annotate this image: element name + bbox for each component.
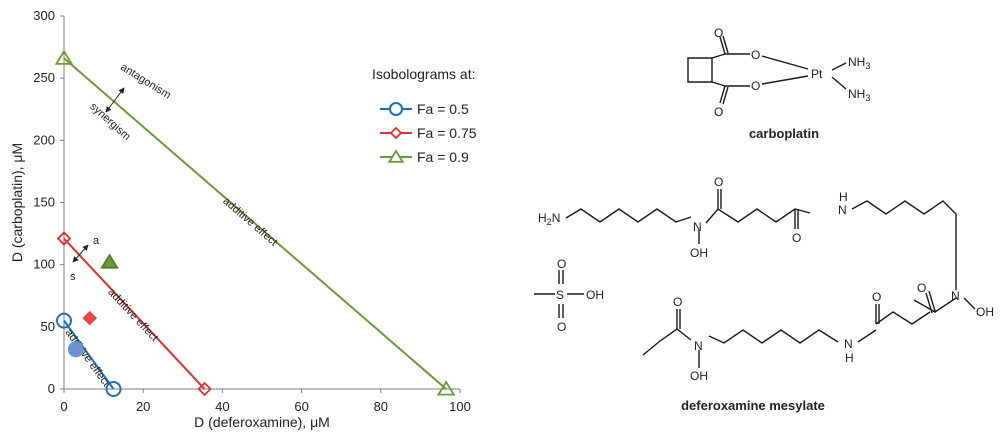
legend-marker-1 xyxy=(389,102,403,116)
isobole-line-2 xyxy=(63,237,206,390)
carboplatin-platinum: Pt xyxy=(811,67,823,81)
ammonia-bottom-nh: NH xyxy=(848,87,865,101)
annotation-additive-effect-0.9: additive effect xyxy=(220,195,279,248)
isobologram-chart: 0 50 100 150 200 250 300 0 20 40 60 80 100 D (deferox… xyxy=(9,8,477,430)
isobole-endpoint-x-2 xyxy=(197,381,212,397)
y-tick-label: 100 xyxy=(33,257,55,272)
deferoxamine-label: deferoxamine mesylate xyxy=(681,398,825,413)
y-axis-label: D (carboplatin), μM xyxy=(9,143,25,262)
isobole-lines xyxy=(63,57,447,390)
annotation-s: s xyxy=(70,271,76,283)
mesylate-oxygen-top: O xyxy=(557,257,566,271)
hydroxamate-oh-3: OH xyxy=(690,369,708,383)
legend-marker-2 xyxy=(389,126,403,140)
mesylate-oxygen-bottom: O xyxy=(557,320,566,334)
legend-label-2: Fa = 0.75 xyxy=(417,125,477,141)
carbonyl-oxygen-1: O xyxy=(714,175,723,189)
x-axis-label: D (deferoxamine), μM xyxy=(194,414,330,430)
carboplatin-structure: O O O O Pt NH3 NH3 carboplatin xyxy=(687,26,870,141)
carboplatin-ammonia-bottom: NH3 xyxy=(848,87,870,103)
chart-annotations: additive effect additive effect additive… xyxy=(63,61,280,389)
acetyl-oxygen: O xyxy=(673,295,682,309)
amine-subscript: 2 xyxy=(547,217,552,227)
isobole-line-1 xyxy=(63,320,115,390)
combination-point-3 xyxy=(100,253,119,269)
isobole-endpoint-y-1 xyxy=(56,312,72,329)
legend-entries: Fa = 0.5 Fa = 0.75 Fa = 0.9 xyxy=(380,101,477,165)
chart-axes: 0 50 100 150 200 250 300 0 20 40 60 80 100 D (deferox… xyxy=(9,8,471,430)
x-tick-label: 80 xyxy=(374,399,388,414)
isobole-line-3 xyxy=(63,57,447,390)
mesylate-sulfur: S xyxy=(556,288,564,302)
y-tick-label: 250 xyxy=(33,70,55,85)
carboplatin-oxygen-ester-bottom: O xyxy=(751,79,760,93)
deferoxamine-amine: H2N xyxy=(538,211,560,227)
annotation-antagonism: antagonism xyxy=(118,61,173,101)
carbonyl-oxygen-3: O xyxy=(917,281,926,295)
amine-h: H xyxy=(538,211,547,225)
amine-n: N xyxy=(552,211,561,225)
hydroxamate-oh-1: OH xyxy=(690,246,708,260)
legend-marker-3 xyxy=(387,149,405,163)
x-tick-label: 20 xyxy=(136,399,150,414)
y-tick-label: 300 xyxy=(33,8,55,23)
x-tick-label: 60 xyxy=(294,399,308,414)
carboplatin-oxygen-ester-top: O xyxy=(751,48,760,62)
ammonia-top-nh: NH xyxy=(848,55,865,69)
x-tick-label: 40 xyxy=(215,399,229,414)
annotation-a: a xyxy=(93,235,100,247)
y-tick-label: 200 xyxy=(33,132,55,147)
amide-nh-1-n: N xyxy=(838,203,847,217)
chart-markers xyxy=(54,49,456,397)
amide-nh-2-h: H xyxy=(845,351,854,365)
carboplatin-oxygen-top: O xyxy=(714,26,723,40)
hydroxamate-n-1: N xyxy=(693,220,702,234)
annotation-additive-effect-0.5: additive effect xyxy=(63,327,112,389)
x-tick-label: 100 xyxy=(449,399,471,414)
combination-point-2 xyxy=(82,310,98,326)
mesylate-oh: OH xyxy=(586,288,604,302)
hydroxamate-oh-2: OH xyxy=(976,305,994,319)
hydroxamate-n-3: N xyxy=(694,339,703,353)
legend-title: Isobolograms at: xyxy=(372,66,476,82)
combination-point-1 xyxy=(67,341,84,358)
antagonism-synergism-arrow xyxy=(105,87,125,113)
carboplatin-ammonia-top: NH3 xyxy=(848,55,870,71)
amide-nh-1-h: H xyxy=(839,190,848,204)
ammonia-bottom-subscript: 3 xyxy=(865,93,870,103)
isobole-endpoint-x-1 xyxy=(105,381,122,397)
x-tick-label: 0 xyxy=(60,399,67,414)
carbonyl-oxygen-4: O xyxy=(872,290,881,304)
isobole-endpoint-x-3 xyxy=(436,380,456,396)
carboplatin-oxygen-bottom: O xyxy=(714,105,723,119)
legend-label-1: Fa = 0.5 xyxy=(417,101,469,117)
annotation-additive-effect-0.75: additive effect xyxy=(105,286,160,344)
ammonia-top-subscript: 3 xyxy=(865,61,870,71)
isobole-endpoint-y-3 xyxy=(54,49,74,65)
y-tick-label: 50 xyxy=(41,319,55,334)
isobole-endpoint-y-2 xyxy=(56,231,72,246)
y-tick-label: 150 xyxy=(33,195,55,210)
deferoxamine-structure: H2N N OH O O H N N OH O O N H N OH O S O… xyxy=(534,175,994,413)
legend-label-3: Fa = 0.9 xyxy=(417,149,469,165)
annotation-arrows xyxy=(72,87,125,263)
hydroxamate-n-2: N xyxy=(951,289,960,303)
carbonyl-oxygen-2: O xyxy=(792,231,801,245)
a-s-arrow xyxy=(72,244,89,263)
carboplatin-label: carboplatin xyxy=(749,126,819,141)
y-tick-label: 0 xyxy=(48,381,55,396)
amide-nh-2-n: N xyxy=(844,337,853,351)
